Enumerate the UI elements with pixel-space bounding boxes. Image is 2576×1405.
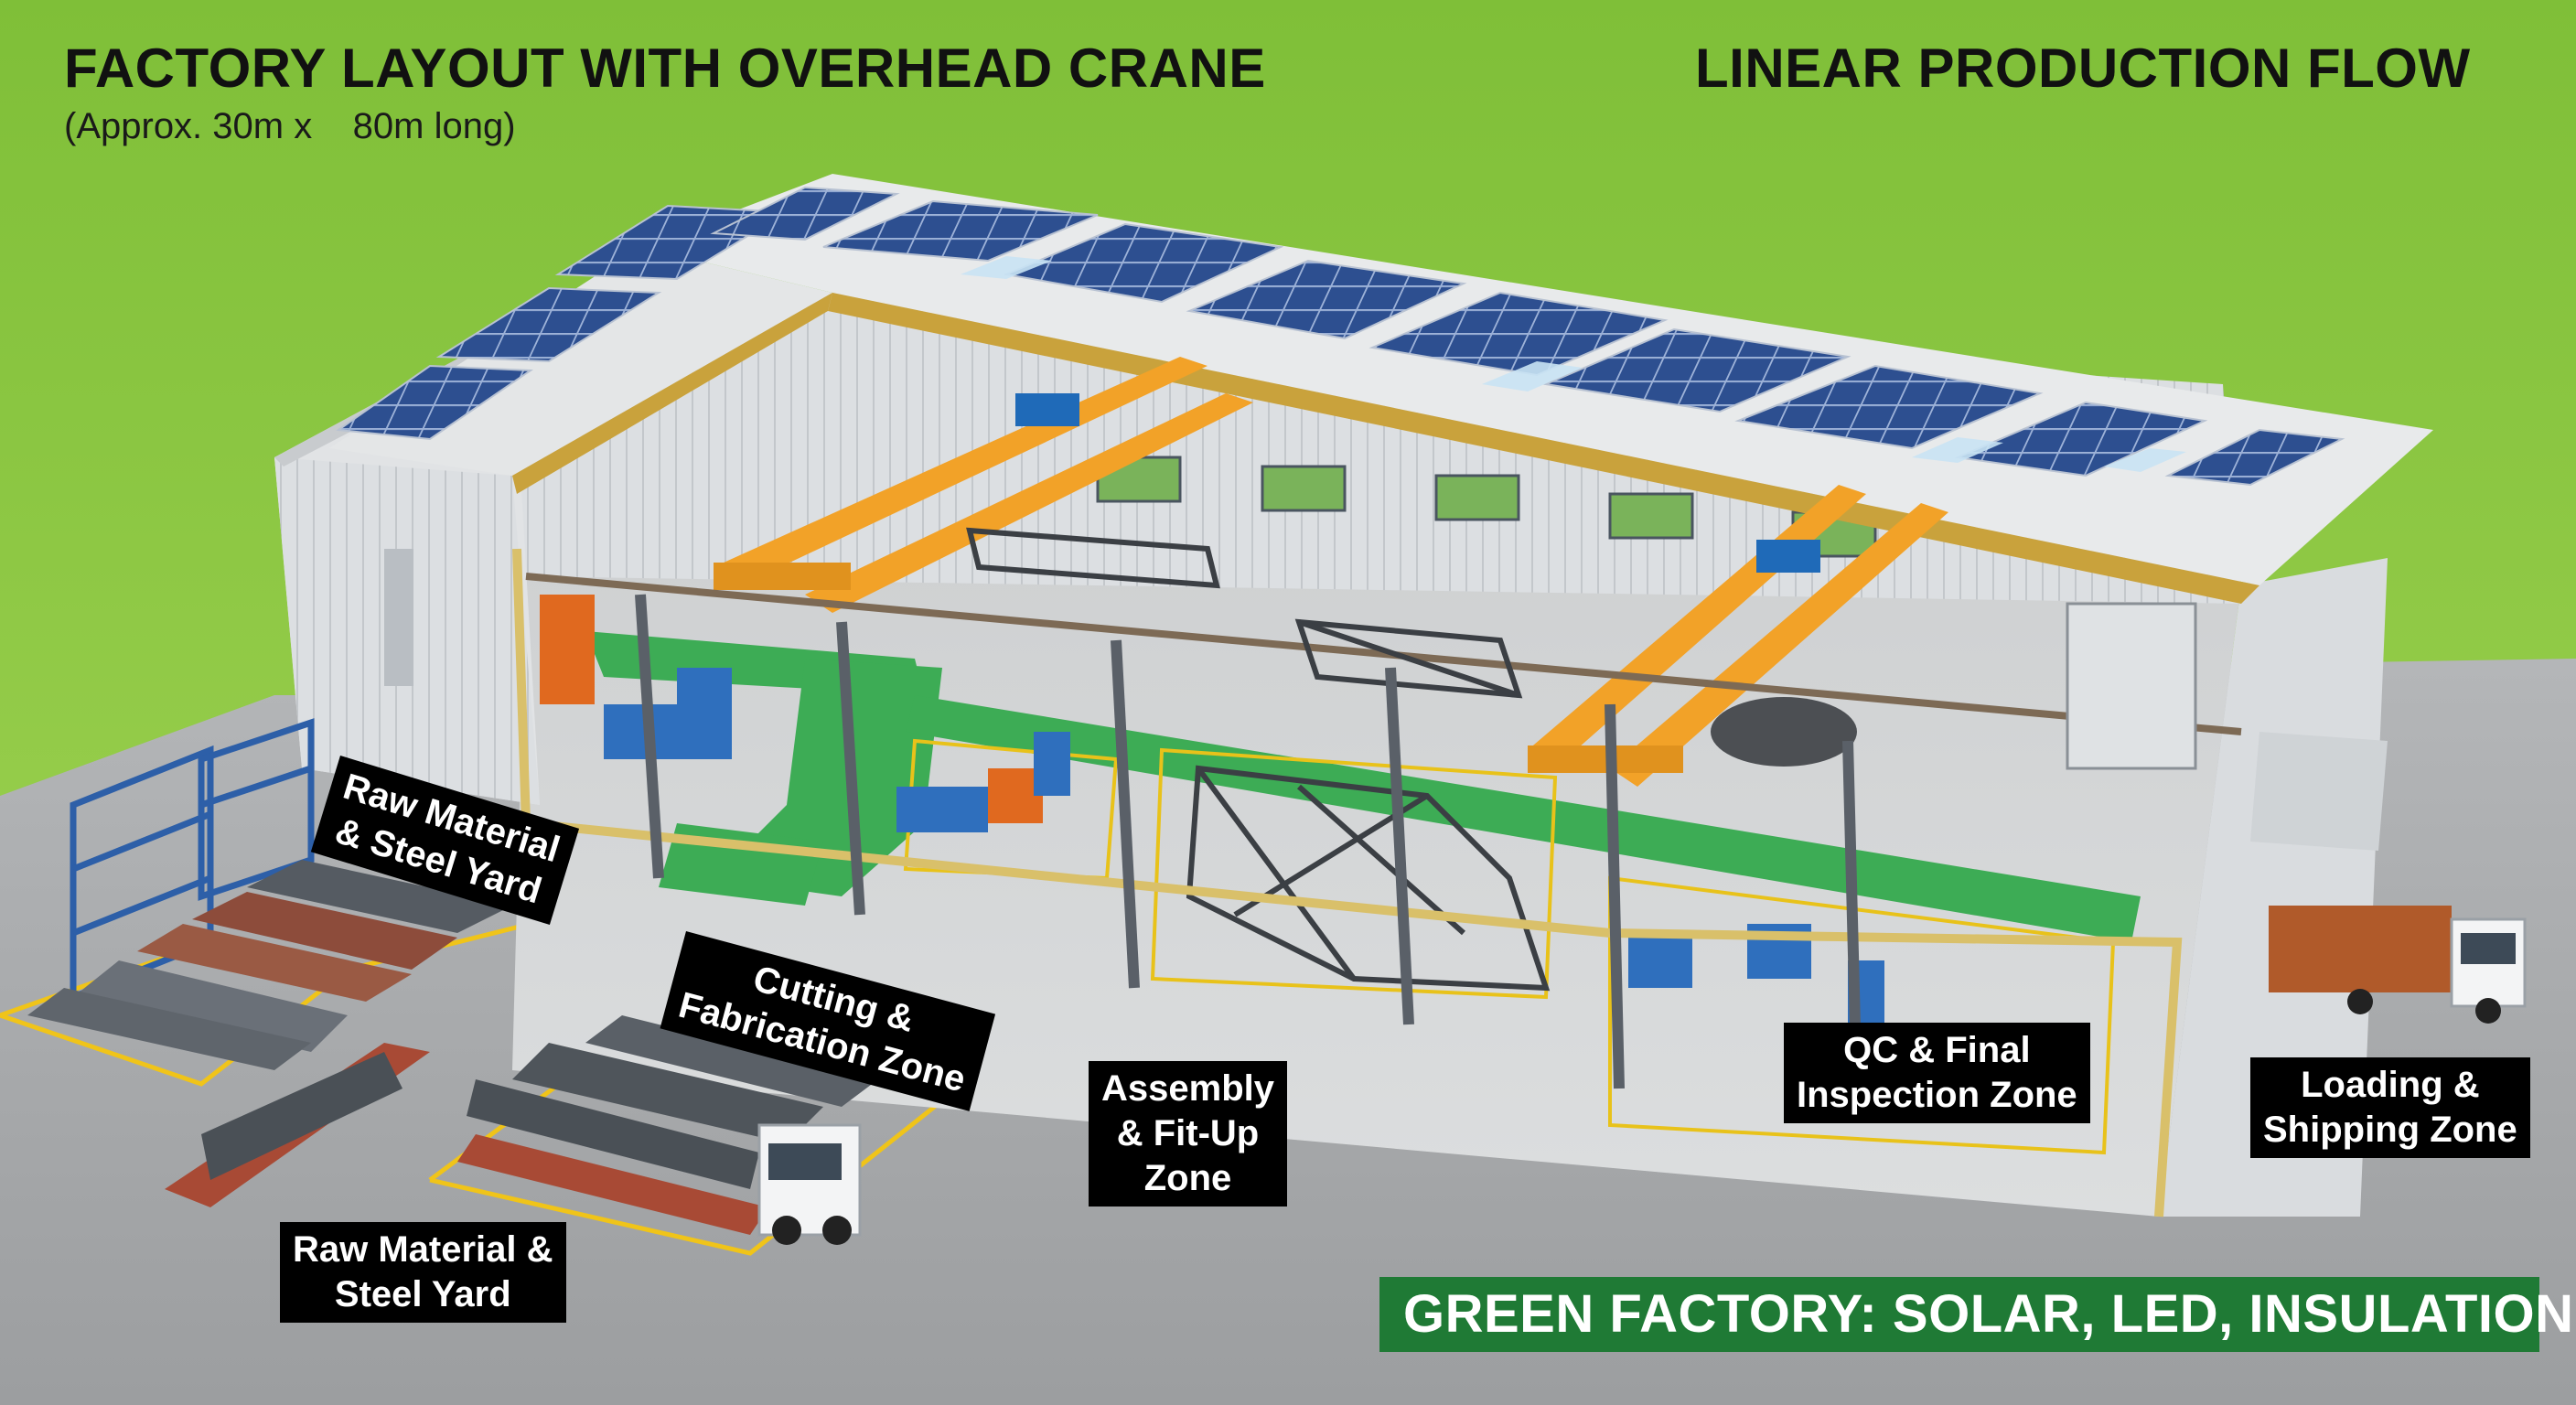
overhead-crane-right: [1528, 485, 1948, 787]
green-factory-banner: GREEN FACTORY: SOLAR, LED, INSULATION: [1379, 1277, 2573, 1352]
steel-stacks: [27, 860, 878, 1143]
zone-label-loading-shipping: Loading & Shipping Zone: [2250, 1057, 2530, 1158]
machines: [540, 595, 2197, 1024]
title-right: LINEAR PRODUCTION FLOW: [1695, 38, 2471, 99]
roof-skylights: [961, 256, 2186, 472]
zone-label-qc-inspection: QC & Final Inspection Zone: [1784, 1023, 2090, 1123]
roof-left-band: [512, 293, 832, 494]
title-left: FACTORY LAYOUT WITH OVERHEAD CRANE: [64, 38, 1266, 99]
crane-runway: [525, 573, 2242, 735]
zone-label-raw-material-yard: Raw Material & Steel Yard: [280, 1222, 566, 1323]
flatbed-trailers: [165, 1043, 768, 1235]
facade-window-slit: [384, 549, 413, 686]
solar-panels: [336, 186, 2345, 487]
overhead-crane-left: [714, 357, 1253, 613]
truck-front-yard: [757, 1123, 862, 1245]
zone-label-assembly-fitup: Assembly & Fit-Up Zone: [1089, 1061, 1287, 1207]
truck-loading: [2269, 906, 2527, 1024]
steel-structures: [966, 527, 1551, 992]
steel-racks: [70, 718, 315, 1003]
green-walkways: [585, 631, 2141, 942]
subtitle-left: (Approx. 30m x 80m long): [64, 106, 516, 146]
loading-canopy: [2250, 732, 2388, 851]
right-end-wall: [2159, 558, 2388, 1217]
